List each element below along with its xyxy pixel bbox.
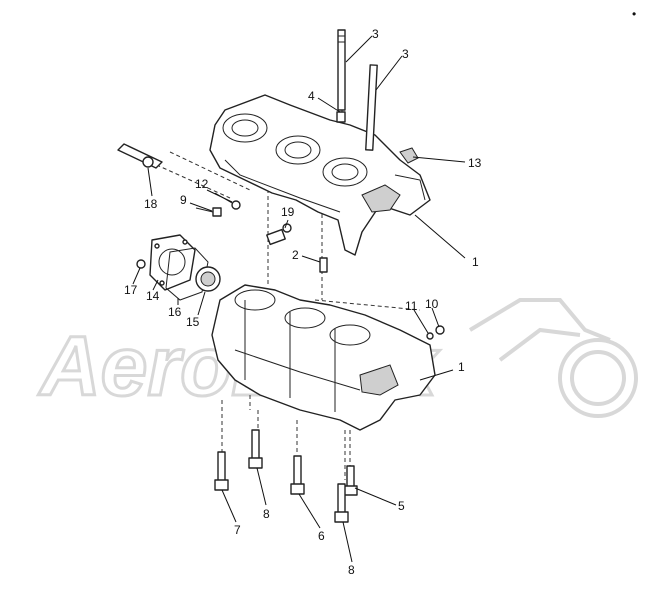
seal-15	[195, 266, 221, 292]
bolt-5	[343, 465, 358, 496]
cover-plate-14	[149, 234, 196, 291]
leader-lines	[132, 35, 466, 563]
bolt-8a	[248, 429, 263, 469]
shaft-18	[117, 143, 163, 169]
callout-10: 10	[425, 297, 439, 311]
callout-1-upper: 1	[472, 255, 479, 269]
callout-18: 18	[144, 197, 158, 211]
washer-17	[136, 259, 146, 269]
plug-13	[399, 147, 419, 164]
bolt-7	[214, 451, 229, 491]
motorcycle-watermark-icon	[468, 298, 638, 418]
corner-mark: •	[632, 7, 636, 21]
callout-9: 9	[180, 193, 187, 207]
callout-4: 4	[308, 89, 315, 103]
callout-16: 16	[168, 305, 182, 319]
dowel-2	[319, 257, 328, 273]
lower-crankcase	[211, 284, 436, 431]
dowel-4	[336, 111, 346, 123]
callouts: 3 3 4 13 1 12 9 18 19 2 17 14 16 15 11 1…	[124, 27, 482, 577]
fitting-19	[266, 223, 292, 246]
bolt-9	[195, 207, 222, 217]
callout-6: 6	[318, 529, 325, 543]
bolt-10	[435, 325, 445, 335]
callout-13: 13	[468, 156, 482, 170]
callout-3a: 3	[372, 27, 379, 41]
washer-11	[426, 332, 434, 340]
long-stud-3a	[337, 29, 346, 111]
callout-3b: 3	[402, 47, 409, 61]
callout-8-left: 8	[263, 507, 270, 521]
upper-crankcase	[209, 94, 431, 256]
callout-15: 15	[186, 315, 200, 329]
callout-17: 17	[124, 283, 138, 297]
bolt-8b	[334, 483, 349, 523]
gasket-16	[165, 247, 209, 301]
callout-2: 2	[292, 248, 299, 262]
callout-8-right: 8	[348, 563, 355, 577]
callout-7: 7	[234, 523, 241, 537]
callout-5: 5	[398, 499, 405, 513]
callout-1-lower: 1	[458, 360, 465, 374]
long-stud-3b	[365, 64, 378, 151]
callout-14: 14	[146, 289, 160, 303]
callout-19: 19	[281, 205, 295, 219]
callout-11: 11	[405, 299, 418, 313]
callout-12: 12	[195, 177, 209, 191]
bolt-6	[290, 455, 305, 495]
